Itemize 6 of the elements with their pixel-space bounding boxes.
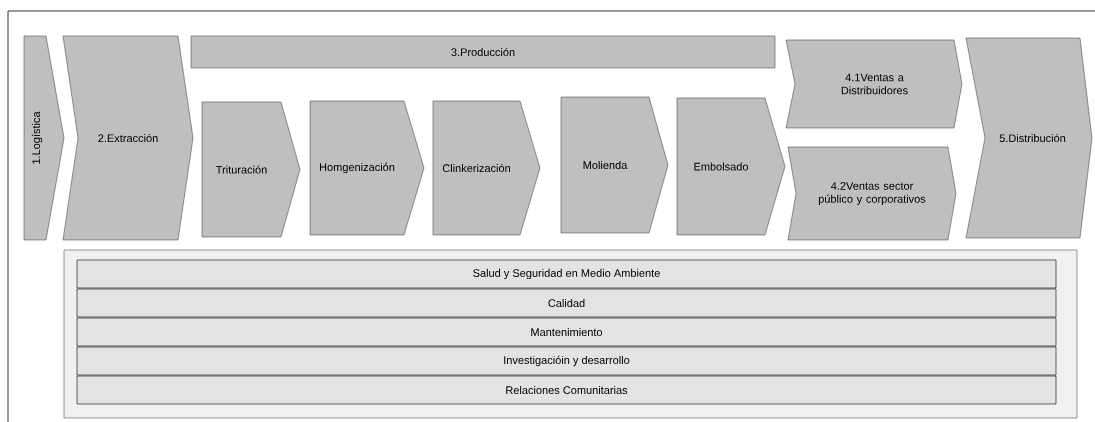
support-band: Investigacióin y desarrollo bbox=[76, 346, 1057, 376]
support-band: Calidad bbox=[76, 288, 1057, 318]
support-band: Mantenimiento bbox=[76, 317, 1057, 347]
support-band: Relaciones Comunitarias bbox=[76, 375, 1057, 405]
support-band: Salud y Seguridad en Medio Ambiente bbox=[76, 259, 1057, 289]
process-bar: 3.Producción bbox=[190, 35, 776, 69]
